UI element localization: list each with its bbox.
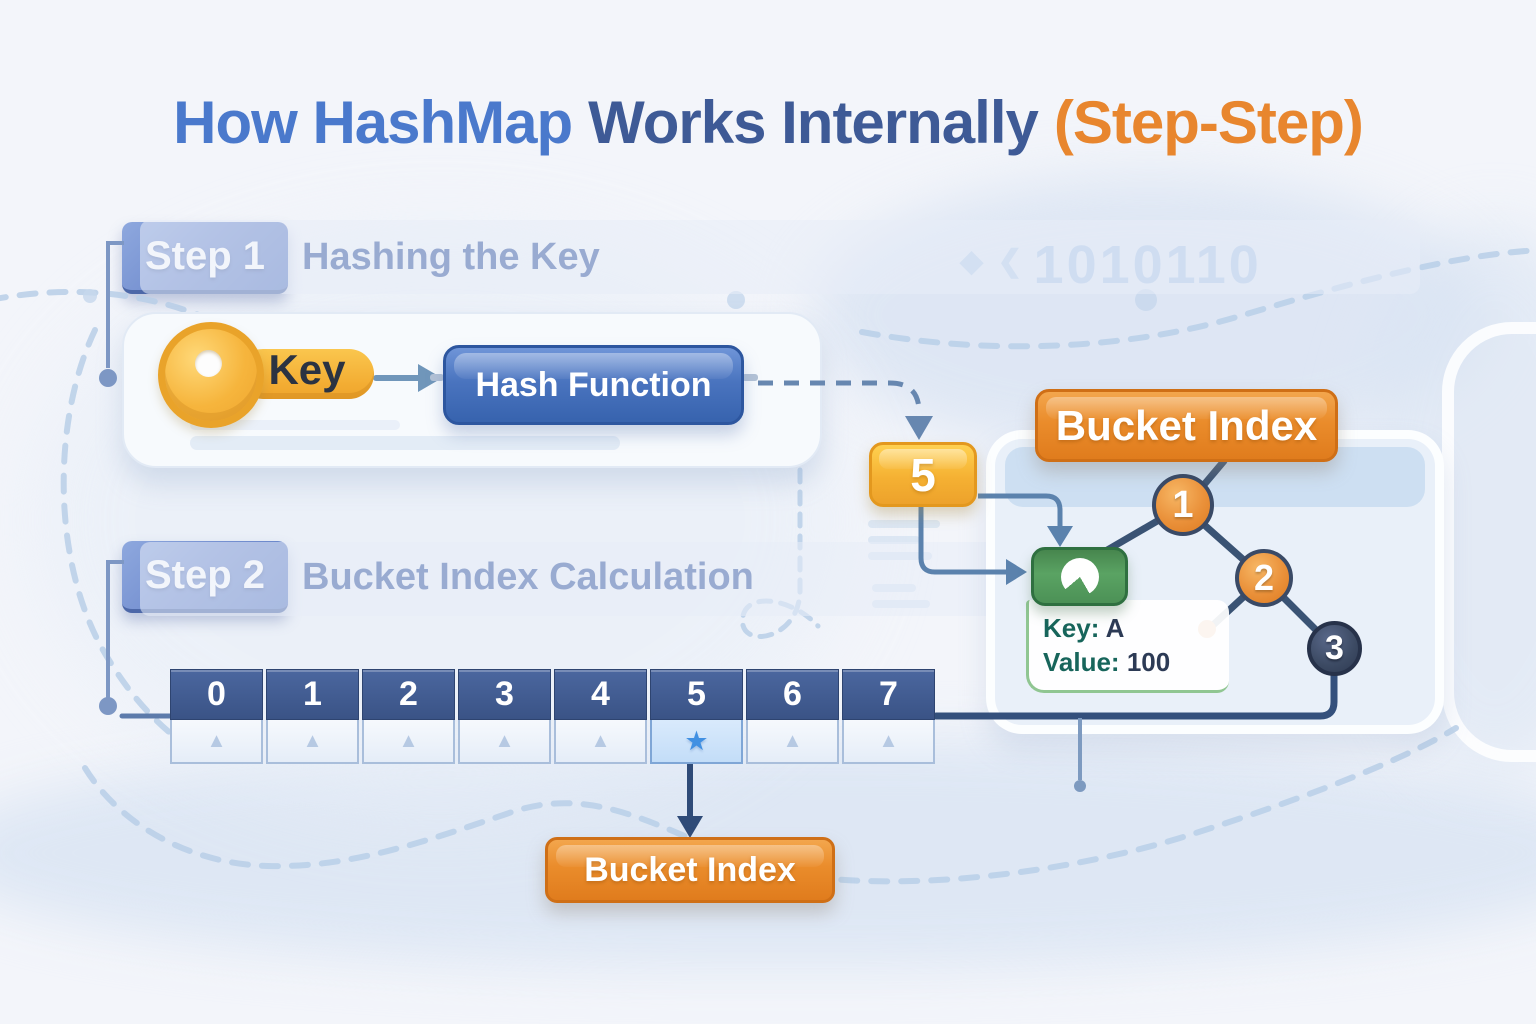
bucket-cell-1: 1 ▲ <box>266 669 359 764</box>
bucket-cell-7: 7 ▲ <box>842 669 935 764</box>
bucket-slot: ▲ <box>554 720 647 764</box>
bucket-cell-3: 3 ▲ <box>458 669 551 764</box>
entry-value-label: Value: <box>1043 646 1120 677</box>
bucket-array: 0 ▲ 1 ▲ 2 ▲ 3 ▲ 4 ▲ 5 ★ 6 ▲ 7 ▲ <box>170 669 935 764</box>
entry-icon <box>1060 557 1099 596</box>
bucket-index-number: 1 <box>266 669 359 720</box>
circuit-bar <box>868 520 940 528</box>
title-part-3: (Step-Step) <box>1053 89 1364 156</box>
slot-triangle-icon: ▲ <box>878 730 899 752</box>
step2-connector-dot <box>99 697 117 715</box>
bucket-index-number: 7 <box>842 669 935 720</box>
bucket-index-title-box: Bucket Index <box>1035 389 1338 462</box>
node3-to-row-line <box>932 644 1338 720</box>
entry-key-value: A <box>1105 613 1125 643</box>
five-to-entry-arrowhead-down <box>1047 526 1073 547</box>
hash-function-box: Hash Function <box>443 345 744 425</box>
key-hole <box>195 350 222 377</box>
bucket-slot: ▲ <box>266 720 359 764</box>
bucket-index-number: 5 <box>650 669 743 720</box>
hash-function-label: Hash Function <box>475 365 712 404</box>
entry-detail-card: Key: A Value: 100 <box>1026 600 1229 693</box>
bucket-slot-selected: ★ <box>650 720 743 764</box>
bucket5-arrowhead <box>677 816 703 838</box>
bucket-cell-5-highlighted: 5 ★ <box>650 669 743 764</box>
slot-triangle-icon: ▲ <box>590 730 611 752</box>
bucket-index-number: 2 <box>362 669 455 720</box>
bucket-index-title: Bucket Index <box>1055 401 1318 449</box>
hash-result-box: 5 <box>869 442 977 507</box>
entry-node <box>1031 547 1128 606</box>
bucket-index-number: 6 <box>746 669 839 720</box>
hash-box-nub <box>430 374 444 381</box>
hash-to-five-dashed-arrow <box>758 380 922 414</box>
hash-to-five-arrowhead <box>905 416 933 440</box>
slot-triangle-icon: ▲ <box>398 730 419 752</box>
bucket-cell-6: 6 ▲ <box>746 669 839 764</box>
bucket-slot: ▲ <box>362 720 455 764</box>
slot-triangle-icon: ▲ <box>206 730 227 752</box>
entry-value-value: 100 <box>1126 646 1171 677</box>
key-label: Key <box>268 346 346 393</box>
bucket-index-result-label: Bucket Index <box>584 850 796 889</box>
slot-triangle-icon: ▲ <box>494 730 515 752</box>
entry-key-line: Key: A <box>1043 612 1219 646</box>
step1-connector-line <box>106 241 124 368</box>
row-stub-dot <box>1074 780 1086 792</box>
circuit-bar <box>868 536 920 544</box>
slot-triangle-icon: ▲ <box>302 730 323 752</box>
title-part-2: Works Internally <box>588 89 1039 156</box>
hash-box-nub <box>742 374 758 381</box>
five-to-entry-arrowhead-right <box>1006 559 1027 585</box>
five-to-entry-arrow-top <box>978 493 1063 526</box>
step1-connector-dot <box>99 369 117 387</box>
entry-value-line: Value: 100 <box>1043 646 1219 680</box>
bucket-cell-2: 2 ▲ <box>362 669 455 764</box>
bucket-index-number: 4 <box>554 669 647 720</box>
five-to-entry-arrow-left <box>918 507 1006 575</box>
step2-connector-line <box>106 560 124 698</box>
tree-node-2: 2 <box>1235 549 1293 607</box>
slot-triangle-icon: ▲ <box>782 730 803 752</box>
bucket-index-result-box: Bucket Index <box>545 837 835 903</box>
entry-key-label: Key: <box>1043 613 1100 643</box>
tree-node-3: 3 <box>1307 621 1362 676</box>
bucket-slot: ▲ <box>458 720 551 764</box>
selected-slot-star-icon: ★ <box>684 725 709 756</box>
title-part-1: How HashMap <box>173 89 573 156</box>
bucket-index-number: 0 <box>170 669 263 720</box>
bucket-slot: ▲ <box>746 720 839 764</box>
bucket-cell-4: 4 ▲ <box>554 669 647 764</box>
bucket-slot: ▲ <box>842 720 935 764</box>
bucket-slot: ▲ <box>170 720 263 764</box>
bucket-cell-0: 0 ▲ <box>170 669 263 764</box>
tree-node-1: 1 <box>1152 474 1214 536</box>
bucket-index-number: 3 <box>458 669 551 720</box>
hash-result-value: 5 <box>910 448 936 501</box>
